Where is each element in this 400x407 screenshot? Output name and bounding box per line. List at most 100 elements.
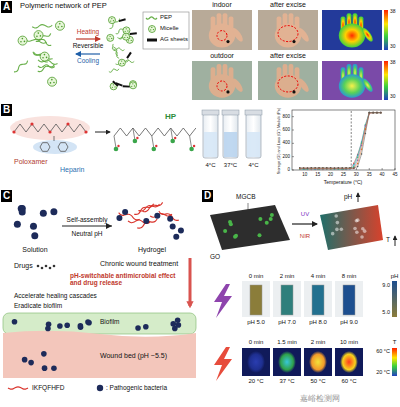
ph-label: pH 9.0 xyxy=(340,319,358,326)
label-text: GO xyxy=(210,253,220,260)
increase-arrow xyxy=(395,236,396,246)
time-label: 1.5 min xyxy=(277,339,297,346)
temperature-label: 20 °C xyxy=(248,378,263,385)
poloxamer-heparin-structure xyxy=(10,116,90,154)
label-text: pH xyxy=(344,193,352,200)
axis-tick: 0 xyxy=(287,167,290,172)
responsive-sheet xyxy=(320,205,383,250)
molecule-name: HP xyxy=(165,112,176,121)
ph-photo xyxy=(335,281,363,317)
node-label: Hydrogel xyxy=(138,246,166,254)
stimulus-arrow xyxy=(292,223,317,224)
axis-tick: 30 xyxy=(354,172,359,177)
scale-value: 30 xyxy=(390,94,396,100)
axis-tick: 15 xyxy=(315,172,320,177)
edge-label: Self-assembly xyxy=(67,216,108,223)
temperature-label: 50 °C xyxy=(310,378,325,385)
label-text: Accelerate healing cascades xyxy=(14,292,97,299)
light-icon xyxy=(214,284,232,318)
thermal-image xyxy=(322,61,382,100)
label-text: UV xyxy=(301,211,309,218)
hand-photo xyxy=(258,10,318,50)
stage-box: Solution xyxy=(8,198,62,256)
ph-photo xyxy=(304,281,332,317)
vial-label: 37°C xyxy=(224,162,237,169)
connector-arrow xyxy=(62,225,112,226)
axis-tick: 600 xyxy=(282,127,290,132)
panel-letter: C xyxy=(1,190,12,202)
color-scale xyxy=(384,10,388,50)
legend-text: : Pathogenic bacteria xyxy=(106,384,167,391)
label-text: Wound bed (pH ~5.5) xyxy=(100,352,167,360)
label-text: MGCB xyxy=(236,193,256,200)
label-text: pH-switchable antimicrobial effect and d… xyxy=(70,272,182,287)
nir-thermal-image xyxy=(273,348,301,376)
axis-tick: 40 xyxy=(380,172,385,177)
time-label: 0 min xyxy=(249,339,264,346)
time-label: 2 min xyxy=(280,273,295,280)
pep-network-gel xyxy=(107,17,137,90)
label-text: NIR xyxy=(300,233,310,240)
label-text: Reversible xyxy=(73,42,104,49)
scale-value: 30 xyxy=(390,44,396,50)
time-label: 8 min xyxy=(342,273,357,280)
drug-dots xyxy=(37,265,56,270)
label-text: Drugs xyxy=(14,262,33,270)
label-text: Neutral pH xyxy=(71,230,102,237)
thermal-image xyxy=(322,10,382,50)
legend-text: IKFQFHFD xyxy=(32,384,65,391)
photo-caption: indoor xyxy=(212,1,231,9)
light-icon xyxy=(214,347,232,381)
scale-value: 20 °C xyxy=(376,369,390,375)
time-label: 0 min xyxy=(249,273,264,280)
vial xyxy=(222,110,239,158)
hydrogel-network xyxy=(116,202,184,239)
ph-scale xyxy=(392,281,397,317)
axis-tick: 200 xyxy=(282,154,290,159)
ph-label: pH 8.0 xyxy=(309,319,327,326)
axis-tick: 35 xyxy=(367,172,372,177)
molecule-name: Heparin xyxy=(60,166,85,174)
legend-text: Micelle xyxy=(160,25,179,32)
vial-label: 4°C xyxy=(248,162,258,169)
scale-value: 38 xyxy=(390,9,396,15)
time-label: 4 min xyxy=(311,273,326,280)
legend-text: PEP xyxy=(160,14,172,21)
legend-box xyxy=(143,12,189,49)
hand-photo xyxy=(192,61,252,100)
stage-box: Hydrogel xyxy=(112,198,192,256)
time-label: 2 min xyxy=(311,339,326,346)
label-text: T xyxy=(393,339,397,346)
ph-label: pH 5.0 xyxy=(247,319,265,326)
ph-photo xyxy=(242,281,270,317)
label-text: Cooling xyxy=(77,57,99,64)
scale-value: 9.0 xyxy=(382,282,390,288)
watermark: 嘉峪检测网 xyxy=(300,394,340,403)
axis-tick: 10 xyxy=(302,172,307,177)
reaction-arrow xyxy=(95,132,110,133)
vial xyxy=(202,110,219,158)
legend-sample xyxy=(97,385,103,391)
axis-tick: 20 xyxy=(328,172,333,177)
wound-bed xyxy=(3,313,196,378)
legend-samples xyxy=(8,17,157,391)
label-text: Biofilm xyxy=(100,318,120,325)
treatment-arrow xyxy=(189,258,192,306)
legend-sample xyxy=(8,387,28,389)
hp-structure xyxy=(114,128,196,151)
nir-thermal-image xyxy=(304,348,332,376)
legend-sample xyxy=(147,39,157,42)
scale-value: 38 xyxy=(390,60,396,66)
ph-label: pH 7.0 xyxy=(278,319,296,326)
legend-text: AG sheets xyxy=(160,36,188,43)
temperature-label: 60 °C xyxy=(341,378,356,385)
label-text: pH xyxy=(391,273,399,280)
panel-letter: A xyxy=(1,1,12,13)
photo-caption: outdoor xyxy=(210,52,234,60)
time-label: 10 min xyxy=(340,339,358,346)
label-text: Chronic wound treatment xyxy=(100,260,178,268)
vial xyxy=(245,110,262,158)
axis-tick: 400 xyxy=(282,141,290,146)
